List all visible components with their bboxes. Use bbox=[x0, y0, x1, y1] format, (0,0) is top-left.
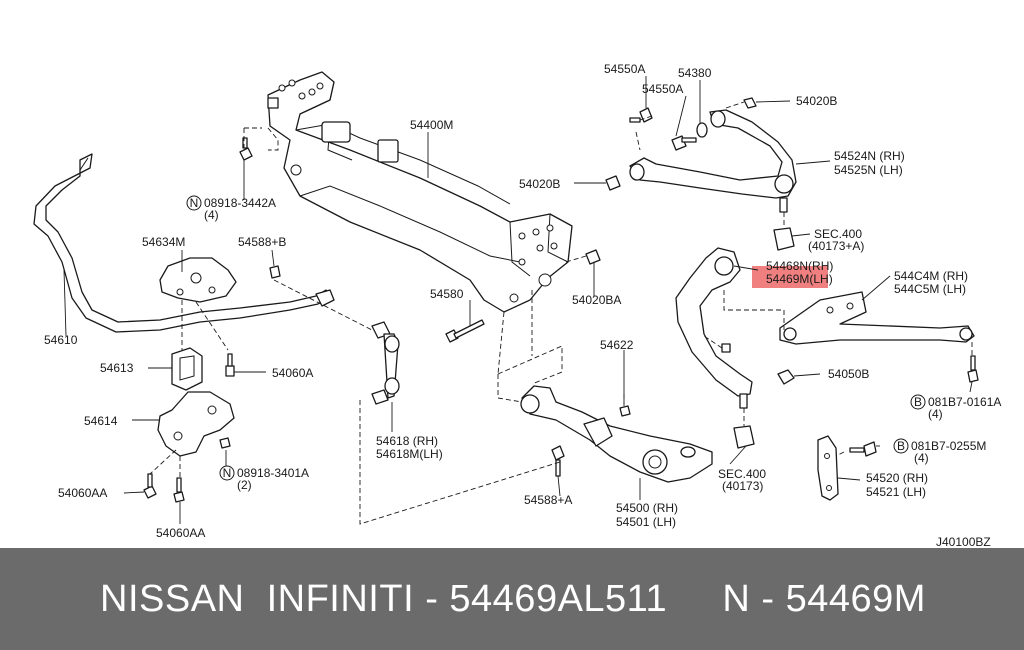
diagram-code: J40100BZ bbox=[936, 535, 991, 548]
label-54550a-2: 54550A bbox=[642, 82, 683, 96]
part-labels: 54550A 54380 54550A 54020B 54400M 54524N… bbox=[44, 62, 1001, 548]
label-sec400-2: SEC.400 bbox=[718, 467, 766, 481]
label-sec400-1: SEC.400 bbox=[814, 227, 862, 241]
label-54020b-1: 54020B bbox=[796, 94, 837, 108]
highlight-box bbox=[752, 266, 828, 288]
label-54634m: 54634M bbox=[142, 235, 185, 249]
steering-knuckle-arm bbox=[675, 247, 828, 449]
part-number-footer: NISSAN INFINITI - 54469AL511 N - 54469M bbox=[0, 548, 1024, 650]
circle-n-text-2: N bbox=[223, 466, 232, 480]
label-54610: 54610 bbox=[44, 333, 78, 347]
label-54525n: 54525N (LH) bbox=[834, 163, 903, 177]
label-081b7-0161a: 081B7-0161A bbox=[928, 395, 1001, 409]
stabilizer-link bbox=[371, 321, 400, 405]
label-54614: 54614 bbox=[84, 414, 118, 428]
label-08918-3401a-qty: (2) bbox=[237, 478, 252, 492]
bracket-54634m bbox=[159, 257, 237, 303]
label-08918-3442a: 08918-3442A bbox=[204, 196, 276, 210]
circle-b-marker-2 bbox=[893, 438, 909, 454]
label-54060a: 54060A bbox=[272, 366, 313, 380]
circle-n-text-1: N bbox=[190, 196, 199, 210]
label-54520: 54520 (RH) bbox=[866, 471, 928, 485]
footer-text: NISSAN INFINITI - 54469AL511 N - 54469M bbox=[100, 577, 926, 620]
label-54588a: 54588+A bbox=[524, 493, 572, 507]
label-54521: 54521 (LH) bbox=[866, 485, 926, 499]
upper-arm bbox=[629, 109, 797, 251]
label-54618m: 54618M(LH) bbox=[376, 447, 443, 461]
label-54050b: 54050B bbox=[828, 367, 869, 381]
circle-n-marker-2 bbox=[219, 465, 235, 481]
bracket-54520 bbox=[817, 435, 839, 501]
tension-rod bbox=[779, 291, 975, 345]
label-54613: 54613 bbox=[100, 361, 134, 375]
assembly-lines bbox=[149, 101, 973, 525]
bracket-54614 bbox=[157, 391, 235, 457]
label-54468n: 54468N(RH) bbox=[766, 259, 833, 273]
label-54469m: 54469M(LH) bbox=[766, 272, 833, 286]
circle-markers: N N B B bbox=[186, 195, 926, 481]
label-54500: 54500 (RH) bbox=[616, 501, 678, 515]
fasteners bbox=[143, 97, 979, 503]
stabilizer-bar bbox=[33, 153, 335, 333]
label-54060aa-1: 54060AA bbox=[58, 486, 107, 500]
label-54400m: 54400M bbox=[410, 118, 453, 132]
label-544c4m: 544C4M (RH) bbox=[894, 269, 968, 283]
label-544c5m: 544C5M (LH) bbox=[894, 282, 966, 296]
label-54020ba: 54020BA bbox=[572, 293, 621, 307]
label-081b7-0255m: 081B7-0255M bbox=[911, 439, 986, 453]
label-081b7-0161a-qty: (4) bbox=[928, 407, 943, 421]
parts-diagram: N N B B 54550A 54380 54550A 54020B 54400… bbox=[33, 62, 1001, 548]
label-54020b-2: 54020B bbox=[519, 177, 560, 191]
label-54550a-1: 54550A bbox=[604, 62, 645, 76]
label-54060aa-2: 54060AA bbox=[156, 526, 205, 540]
leader-lines bbox=[63, 76, 973, 524]
label-sec400-2-ref: (40173) bbox=[722, 479, 763, 493]
label-54618: 54618 (RH) bbox=[376, 434, 438, 448]
label-081b7-0255m-qty: (4) bbox=[914, 451, 929, 465]
circle-b-text-2: B bbox=[897, 439, 905, 453]
label-sec400-1-ref: (40173+A) bbox=[808, 239, 864, 253]
label-54524n: 54524N (RH) bbox=[834, 149, 905, 163]
circle-b-text-1: B bbox=[914, 395, 922, 409]
label-54380: 54380 bbox=[678, 66, 712, 80]
label-54588b: 54588+B bbox=[238, 235, 286, 249]
label-08918-3401a: 08918-3401A bbox=[237, 466, 309, 480]
circle-n-marker-1 bbox=[186, 195, 202, 211]
crossmember bbox=[267, 71, 573, 313]
lower-arm bbox=[520, 385, 713, 483]
circle-b-marker-1 bbox=[910, 394, 926, 410]
bushing-54613 bbox=[171, 347, 203, 391]
label-54622: 54622 bbox=[600, 338, 634, 352]
label-08918-3442a-qty: (4) bbox=[204, 208, 219, 222]
label-54501: 54501 (LH) bbox=[616, 515, 676, 529]
label-54580: 54580 bbox=[430, 287, 464, 301]
